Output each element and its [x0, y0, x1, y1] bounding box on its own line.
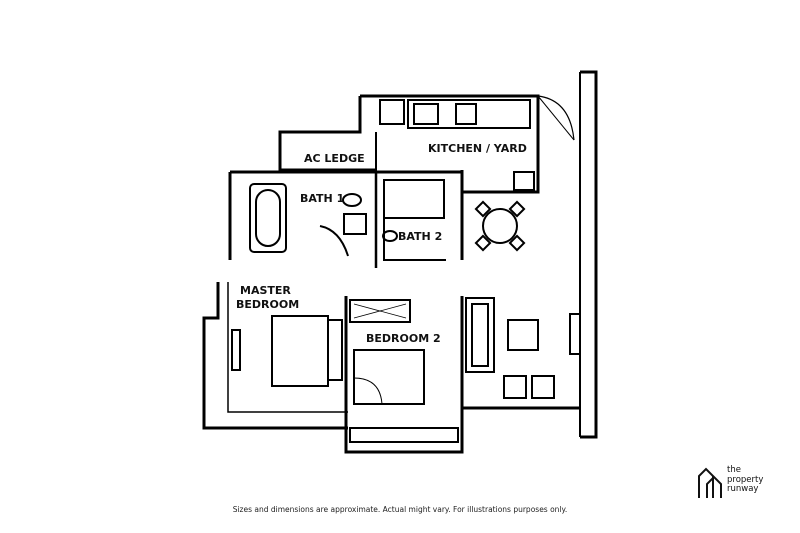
logo-line-2: property: [727, 474, 764, 485]
label-master-bedroom: BEDROOM: [236, 298, 299, 311]
master-bed: [271, 315, 329, 387]
kitchen-counter: [407, 99, 531, 129]
logo-line-3: runway: [727, 484, 759, 494]
logo-line-1: the: [727, 465, 741, 475]
dining-table: [482, 208, 518, 244]
sofa: [465, 297, 495, 373]
armchair: [531, 375, 555, 399]
bathtub: [249, 183, 287, 253]
bath1-wall: [230, 170, 464, 260]
sink: [413, 103, 439, 125]
label-bedroom2: BEDROOM 2: [366, 332, 441, 345]
toilet: [342, 193, 362, 207]
bath2-wall: [383, 179, 445, 219]
ac-ledge-wall: [280, 132, 377, 171]
label-master-bedroom: MASTER: [240, 284, 291, 297]
master-bedroom-wall: [202, 282, 348, 430]
coffee-table: [507, 319, 539, 351]
armchair: [503, 375, 527, 399]
label-kitchen-yard: KITCHEN / YARD: [428, 142, 527, 155]
wardrobe: [349, 299, 411, 323]
disclaimer-text: Sizes and dimensions are approximate. Ac…: [232, 505, 568, 514]
house-outline-icon: [698, 467, 722, 498]
washer: [513, 171, 535, 191]
label-ac-ledge: AC LEDGE: [304, 152, 365, 165]
brand-logo: the property runway: [697, 465, 777, 500]
door-arc: [537, 95, 575, 141]
bedroom2-bed: [353, 349, 425, 405]
label-bath2: BATH 2: [398, 230, 442, 243]
right-exterior-wall: [580, 70, 598, 439]
label-bath1: BATH 1: [300, 192, 344, 205]
stove: [455, 103, 477, 125]
